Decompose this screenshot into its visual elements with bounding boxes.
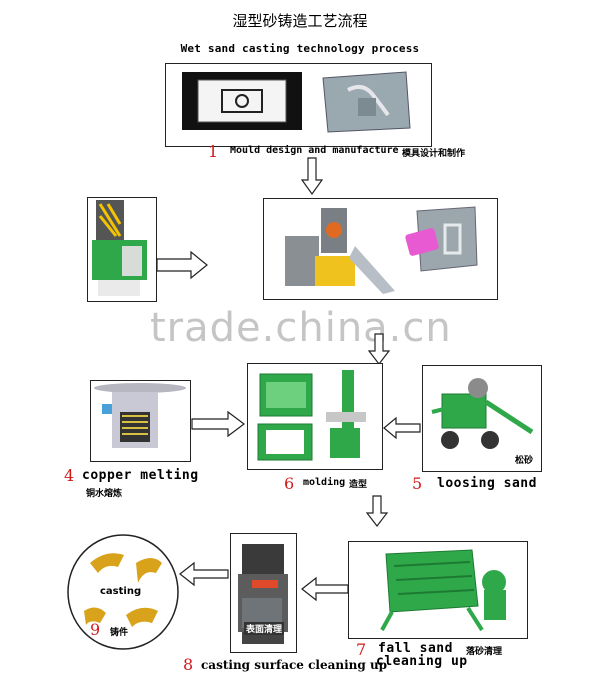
mould-drawing-image (182, 72, 302, 130)
step1-number: 1 (208, 142, 219, 161)
arrow-right-1 (156, 250, 208, 280)
molding-machine-image (285, 208, 395, 294)
step1-label-cn: 模具设计和制作 (402, 149, 466, 159)
arrow-left-1 (383, 416, 421, 440)
molding-flasks-image (257, 370, 366, 461)
casting-circle (67, 534, 179, 650)
step6-label-cn: 造型 (349, 480, 368, 490)
step9-number: 9 (90, 620, 101, 639)
arrow-down-1 (300, 157, 324, 196)
sand-loosener-image (431, 378, 534, 449)
step8-number: 8 (183, 655, 194, 674)
mould-3d-image (322, 71, 411, 133)
arrow-left-2 (301, 576, 349, 602)
step5-label: loosing sand (437, 476, 537, 491)
arrow-down-2 (367, 333, 391, 365)
step9-label-cn: 铸件 (110, 628, 129, 638)
step7-label-cn: 落砂清理 (466, 647, 503, 657)
pattern-plate-image (405, 206, 478, 272)
step5-label-cn: 松砂 (515, 456, 534, 466)
watermark-text: trade.china.cn (150, 305, 452, 351)
arrow-down-3 (365, 495, 389, 527)
arrow-left-3 (179, 561, 229, 587)
step7-label-line1: fall sand (378, 641, 453, 656)
step6-label: molding (303, 477, 346, 488)
page-title-cn: 湿型砂铸造工艺流程 (232, 12, 368, 30)
step4-number: 4 (64, 466, 75, 485)
page-title-en: Wet sand casting technology process (180, 42, 420, 55)
step9-label: casting (100, 586, 142, 597)
step1-label: Mould design and manufacture (230, 145, 399, 156)
step8-label: casting surface cleaning up (201, 658, 388, 672)
step7-label-line2: cleaning up (376, 654, 468, 669)
step7-number: 7 (356, 640, 367, 659)
step4-label-cn: 铜水熔炼 (86, 489, 123, 499)
shakeout-drum-image (380, 549, 506, 632)
step6-number: 6 (284, 474, 295, 493)
step4-label: copper melting (82, 468, 199, 483)
arrow-right-2 (191, 410, 245, 438)
step8-label-cn: 表面清理 (244, 622, 285, 635)
melting-furnace-image (94, 383, 186, 448)
furnace-image (92, 200, 147, 296)
step5-number: 5 (412, 474, 423, 493)
